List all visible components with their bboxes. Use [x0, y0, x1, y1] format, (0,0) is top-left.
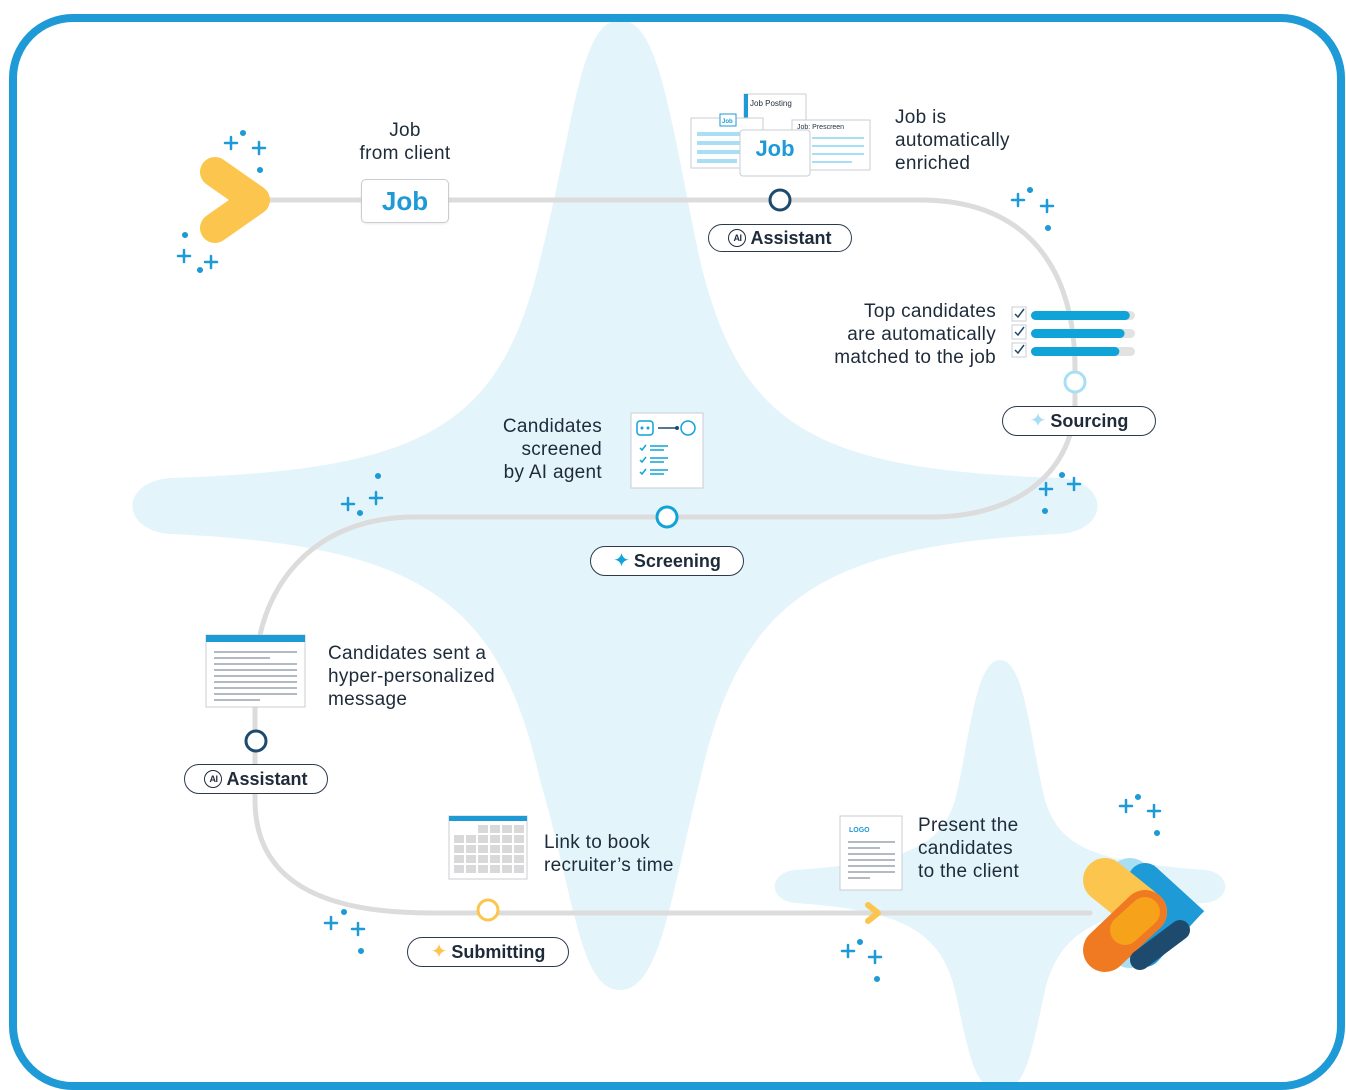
node-sourcing — [1063, 370, 1087, 394]
enriched-docs-icon: Job Posting Job: Prescreen Job Job — [690, 93, 871, 177]
calendar-cell — [490, 825, 500, 833]
background-star-small — [774, 660, 1226, 1090]
background-star-large — [132, 20, 1098, 990]
outer-frame — [9, 14, 1345, 1090]
calendar-cell — [502, 865, 512, 873]
assistant-pill-bottom: AI Assistant — [184, 764, 328, 794]
assistant-pill-top: AI Assistant — [708, 224, 852, 252]
submitting-pill: ✦ Submitting — [407, 937, 569, 967]
ai-badge-icon: AI — [204, 770, 223, 788]
node-screening — [655, 505, 679, 529]
label-job-from-client: Job from client — [359, 120, 451, 164]
logo-mark-icon — [1083, 858, 1205, 972]
arrow-present-icon — [865, 902, 881, 924]
screening-pill: ✦ Screening — [590, 546, 744, 576]
calendar-cell — [490, 845, 500, 853]
calendar-cell — [502, 855, 512, 863]
card-small-text: Job — [722, 119, 733, 125]
label-screened: Candidates screened by AI agent — [502, 416, 602, 483]
calendar-cell — [514, 845, 524, 853]
card-main-text: Job — [755, 136, 794, 161]
label-present: Present the candidates to the client — [918, 815, 1020, 882]
calendar-cell — [490, 855, 500, 863]
sparkle-decorations — [176, 129, 1162, 983]
calendar-cell — [514, 855, 524, 863]
label-enriched: Job is automatically enriched — [895, 107, 1010, 174]
calendar-cell — [490, 835, 500, 843]
calendar-cell — [478, 865, 488, 873]
calendar-cell — [454, 845, 464, 853]
calendar-cell — [454, 865, 464, 873]
match-bar — [1031, 347, 1120, 356]
calendar-icon — [448, 815, 528, 880]
matched-checklist-icon — [1011, 306, 1135, 358]
calendar-cell — [514, 865, 524, 873]
message-document-icon — [205, 634, 306, 708]
assistant-label: Assistant — [750, 227, 832, 248]
user-icon — [680, 420, 696, 436]
calendar-cell — [514, 825, 524, 833]
sparkle-icon: ✦ — [1029, 410, 1047, 432]
robot-icon — [636, 420, 654, 436]
sourcing-label: Sourcing — [1050, 410, 1129, 431]
node-submitting — [476, 898, 500, 922]
calendar-cell — [478, 825, 488, 833]
chevron-start-icon — [200, 157, 270, 243]
calendar-cell — [502, 825, 512, 833]
calendar-cell — [466, 835, 476, 843]
calendar-cell — [502, 845, 512, 853]
node-enriched — [768, 188, 792, 212]
calendar-cell — [478, 835, 488, 843]
match-bar — [1031, 329, 1125, 338]
screening-card-icon — [630, 412, 704, 489]
ai-badge-icon: AI — [728, 229, 747, 247]
submitting-label: Submitting — [451, 941, 546, 962]
sparkle-icon: ✦ — [613, 550, 630, 572]
calendar-cell — [502, 835, 512, 843]
card-prescreen-text: Job: Prescreen — [797, 124, 844, 131]
sparkle-icon: ✦ — [430, 941, 448, 963]
calendar-cell — [466, 865, 476, 873]
sourcing-pill: ✦ Sourcing — [1002, 406, 1156, 436]
calendar-cell — [478, 855, 488, 863]
present-logo-text: LOGO — [849, 827, 870, 834]
checklist-icon — [639, 444, 668, 476]
calendar-cell — [478, 845, 488, 853]
label-message: Candidates sent a hyper-personalized mes… — [328, 643, 495, 710]
match-bar — [1031, 311, 1130, 320]
card-posting-text: Job Posting — [750, 99, 792, 108]
calendar-cell — [466, 845, 476, 853]
calendar-cell — [466, 855, 476, 863]
node-assistant — [244, 729, 268, 753]
calendar-cell — [454, 855, 464, 863]
label-booking: Link to book recruiter’s time — [544, 832, 674, 876]
calendar-cell — [490, 865, 500, 873]
job-card: Job — [361, 179, 449, 223]
screening-label: Screening — [633, 550, 721, 571]
assistant-label: Assistant — [226, 768, 308, 789]
calendar-cell — [454, 835, 464, 843]
label-matched: Top candidates are automatically matched… — [834, 301, 996, 368]
document-icon: LOGO — [839, 815, 903, 891]
calendar-cell — [514, 835, 524, 843]
